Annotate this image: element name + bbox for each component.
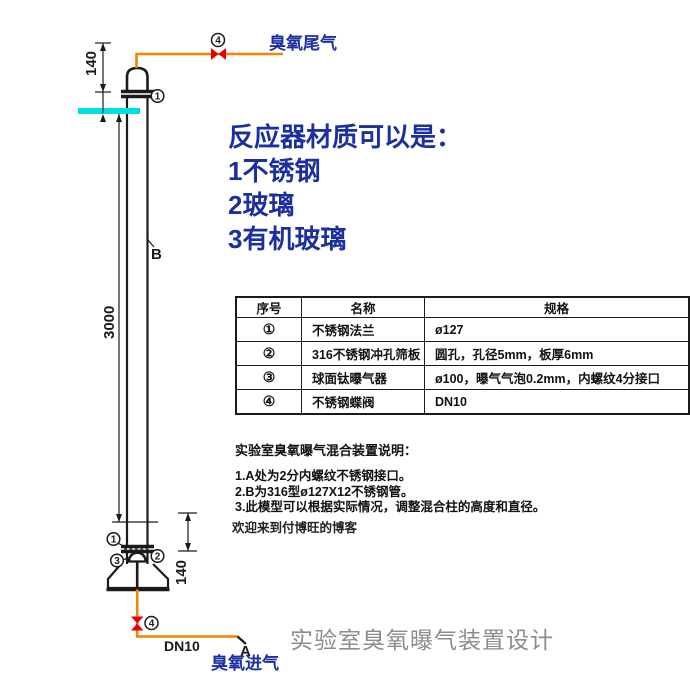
svg-text:4: 4 (215, 36, 221, 47)
svg-text:1: 1 (111, 535, 117, 546)
parts-table-header-row: 序号 名称 规格 (235, 296, 690, 318)
reactor-column (78, 66, 170, 592)
pipe-size-label: DN10 (164, 638, 200, 654)
row-name: 不锈钢蝶阀 (301, 389, 425, 415)
point-b-label: B (151, 246, 162, 263)
material-note-item-3: 3有机玻璃 (228, 224, 347, 254)
row-no: ① (235, 317, 302, 342)
row-spec: ø127 (424, 317, 690, 342)
svg-text:4: 4 (149, 619, 155, 630)
row-name: 球面钛曝气器 (301, 365, 425, 390)
outlet-valve-icon (211, 48, 226, 60)
svg-text:3: 3 (114, 556, 120, 567)
ozone-inlet-label: 臭氧进气 (211, 653, 279, 673)
row-spec: ø100，曝气气泡0.2mm，内螺纹4分接口 (424, 365, 690, 390)
table-row: ② 316不锈钢冲孔筛板 圆孔，孔径5mm，板厚6mm (235, 341, 690, 366)
dimension-base: 140 (173, 512, 197, 585)
dim-cap-label: 140 (83, 51, 100, 76)
row-no: ④ (235, 389, 302, 415)
dim-base-label: 140 (173, 560, 190, 585)
row-no: ③ (235, 365, 302, 390)
aerator-tag: 3 (109, 553, 131, 568)
header-no: 序号 (235, 296, 302, 318)
material-note: 反应器材质可以是： 1不锈钢 2玻璃 3有机玻璃 (228, 120, 462, 256)
inlet-valve-tag: 4 (144, 615, 159, 631)
bottom-flange-tag: 1 (106, 531, 126, 548)
notes-title: 实验室臭氧曝气混合装置说明： (235, 443, 418, 458)
header-name: 名称 (301, 296, 425, 318)
point-a-label: A (240, 643, 251, 660)
row-spec: DN10 (424, 389, 690, 415)
inlet-valve-icon (131, 616, 144, 631)
point-b-callout: B (147, 239, 162, 263)
parts-table: 序号 名称 规格 ① 不锈钢法兰 ø127 ② 316不锈钢冲孔筛板 圆孔，孔径… (235, 296, 690, 415)
ozone-outlet-label: 臭氧尾气 (269, 33, 337, 53)
drawing-title: 实验室臭氧曝气装置设计 (290, 627, 554, 653)
notes-line-3: 3.此模型可以根据实际情况，调整混合柱的高度和直径。 (235, 500, 546, 514)
row-name: 不锈钢法兰 (301, 317, 425, 342)
material-note-item-1: 1不锈钢 (228, 156, 321, 186)
ozone-outlet-piping: 4 臭氧尾气 (135, 32, 337, 68)
dimension-column: 3000 (101, 114, 158, 523)
ozone-inlet-piping: 4 A DN10 臭氧进气 (131, 589, 279, 673)
aerator-dome (127, 551, 147, 589)
material-note-item-2: 2玻璃 (228, 190, 295, 220)
row-name: 316不锈钢冲孔筛板 (301, 341, 425, 366)
dimension-cap: 140 (83, 42, 111, 122)
row-spec: 圆孔，孔径5mm，板厚6mm (424, 341, 690, 366)
header-spec: 规格 (424, 296, 690, 318)
notes-line-1: 1.A处为2分内螺纹不锈钢接口。 (235, 469, 412, 483)
outlet-valve-tag: 4 (210, 32, 226, 48)
device-notes: 实验室臭氧曝气混合装置说明： 1.A处为2分内螺纹不锈钢接口。 2.B为316型… (235, 440, 545, 516)
water-level-bar (78, 108, 140, 114)
svg-text:1: 1 (155, 92, 161, 103)
notes-line-2: 2.B为316型ø127X12不锈钢管。 (235, 484, 414, 499)
sieve-plate-tag: 2 (148, 548, 165, 564)
material-note-title: 反应器材质可以是： (228, 122, 463, 152)
top-flange (121, 89, 154, 99)
row-no: ② (235, 341, 302, 366)
column-dome-cap (125, 66, 149, 90)
table-row: ④ 不锈钢蝶阀 DN10 (235, 389, 690, 415)
table-row: ① 不锈钢法兰 ø127 (235, 317, 690, 342)
svg-text:2: 2 (155, 552, 161, 563)
dim-column-label: 3000 (101, 306, 118, 339)
blog-watermark: 欢迎来到付博旺的博客 (232, 521, 358, 535)
top-flange-tag: 1 (150, 88, 165, 104)
table-row: ③ 球面钛曝气器 ø100，曝气气泡0.2mm，内螺纹4分接口 (235, 365, 690, 390)
